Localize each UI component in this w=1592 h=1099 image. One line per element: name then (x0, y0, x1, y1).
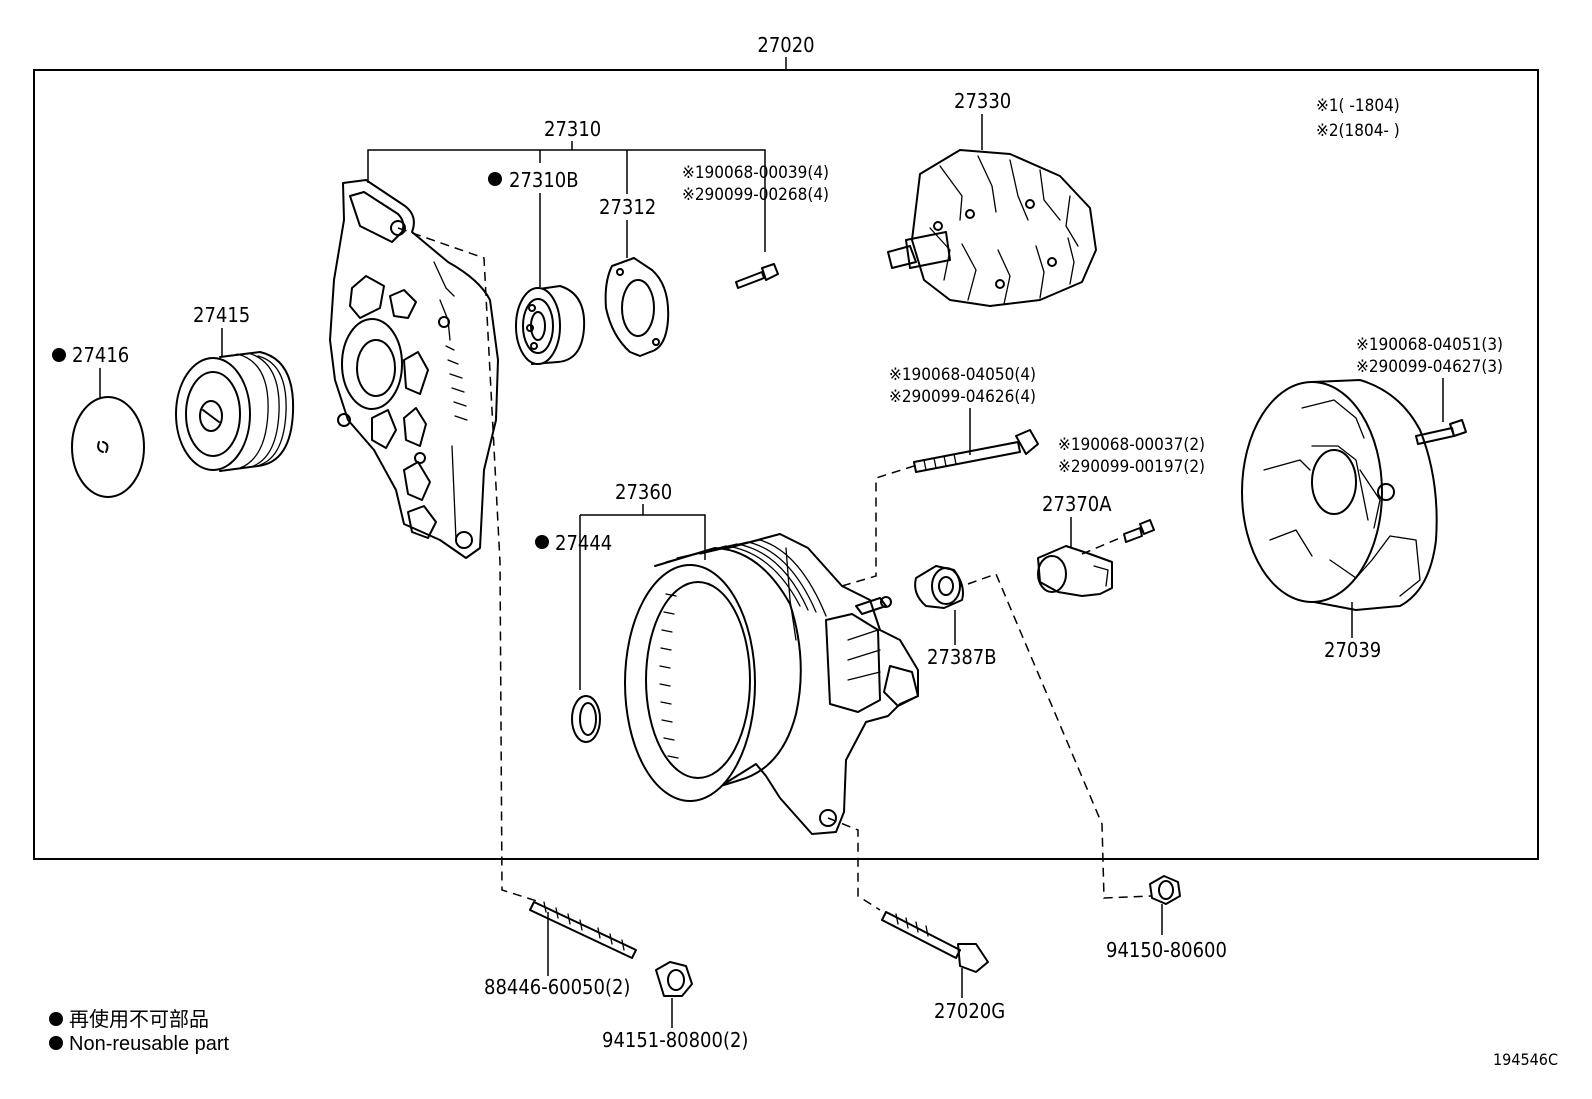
legend-marker-ja (49, 1012, 63, 1026)
label-27387b: 27387B (927, 645, 997, 669)
part-27416-washer (71, 396, 145, 498)
label-27310b: 27310B (509, 168, 579, 192)
part-27444-seal (571, 695, 601, 743)
label-27020g: 27020G (934, 999, 1005, 1023)
legend-text-ja: 再使用不可部品 (69, 1008, 209, 1031)
dash-line-94150 (967, 573, 1153, 899)
part-88446-stud (529, 901, 637, 959)
screw-note-a2: ※290099-00268(4) (682, 185, 829, 205)
part-27310-front-frame (329, 179, 499, 559)
part-screw-d (1415, 419, 1467, 445)
label-27360: 27360 (615, 480, 672, 504)
label-27330: 27330 (954, 89, 1011, 113)
assembly-label-27020: 27020 (757, 33, 814, 57)
note-2: ※2(1804- ) (1316, 121, 1400, 141)
dash-line-screw-b (841, 465, 915, 587)
non-reusable-marker (488, 172, 502, 186)
screw-note-a1: ※190068-00039(4) (682, 163, 829, 183)
label-27370a: 27370A (1042, 492, 1112, 516)
part-27387b-insulator (914, 565, 964, 609)
part-27020g-bolt (881, 911, 989, 973)
screw-note-c2: ※290099-00197(2) (1058, 457, 1205, 477)
non-reusable-marker (52, 348, 66, 362)
screw-note-b1: ※190068-04050(4) (889, 365, 1036, 385)
part-27310b-bearing (515, 285, 586, 365)
label-27039: 27039 (1324, 638, 1381, 662)
part-27360-stator-housing (624, 533, 919, 835)
part-27370a-brush-holder (1037, 545, 1113, 597)
part-27415-pulley (175, 351, 295, 472)
part-94150-nut (1149, 875, 1181, 905)
label-27415: 27415 (193, 303, 250, 327)
part-27039-rear-cover (1241, 379, 1438, 611)
label-27312: 27312 (599, 195, 656, 219)
label-27416: 27416 (72, 343, 129, 367)
screw-note-c1: ※190068-00037(2) (1058, 435, 1205, 455)
screw-note-d2: ※290099-04627(3) (1356, 357, 1503, 377)
part-94151-nut (655, 961, 693, 997)
figure-number: 194546C (1493, 1050, 1558, 1069)
label-27310: 27310 (544, 117, 601, 141)
label-88446: 88446-60050(2) (484, 975, 630, 999)
part-screw-a (735, 263, 779, 289)
non-reusable-marker (535, 535, 549, 549)
part-screw-b (913, 429, 1039, 473)
part-screw-c (1123, 519, 1155, 543)
screw-note-b2: ※290099-04626(4) (889, 387, 1036, 407)
legend-marker-en (49, 1036, 63, 1050)
label-94151: 94151-80800(2) (602, 1028, 748, 1052)
dash-line-screw-c (1081, 537, 1121, 555)
legend-text-en: Non-reusable part (69, 1033, 230, 1055)
dash-line-88446 (397, 227, 541, 903)
part-27312-retainer (604, 257, 670, 357)
label-94150: 94150-80600 (1106, 938, 1227, 962)
screw-note-d1: ※190068-04051(3) (1356, 335, 1503, 355)
dash-line-27020g (827, 817, 881, 911)
part-27330-rotor (887, 149, 1097, 307)
note-1: ※1( -1804) (1316, 96, 1400, 116)
label-27444: 27444 (555, 531, 612, 555)
